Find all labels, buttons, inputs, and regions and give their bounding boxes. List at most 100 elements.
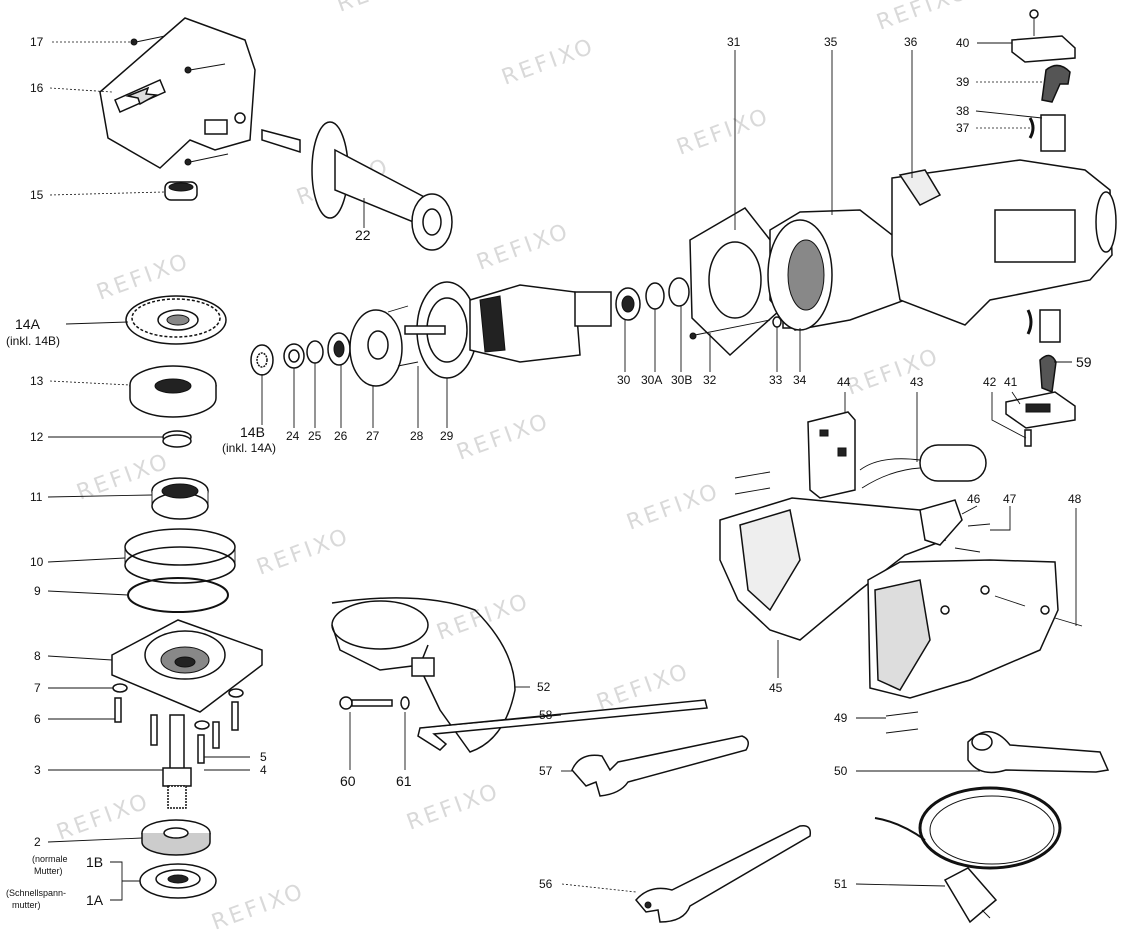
part-label-32: 32	[703, 373, 717, 387]
screw	[197, 734, 205, 764]
part-label-30B: 30B	[671, 373, 692, 387]
watermark: REFIXO	[334, 0, 434, 18]
watermark: REFIXO	[844, 344, 944, 401]
part-label-4: 4	[260, 763, 267, 777]
ring-30A	[645, 282, 665, 310]
part-label-9: 9	[34, 584, 41, 598]
bearing-plate	[349, 309, 403, 387]
part-label-57: 57	[539, 764, 553, 778]
brush-spring	[1041, 64, 1071, 103]
watermark: REFIXO	[54, 789, 154, 846]
part-label-35: 35	[824, 35, 838, 49]
bearing-flange	[129, 365, 217, 418]
part-label-38: 38	[956, 104, 970, 118]
part-label-12: 12	[30, 430, 44, 444]
gear-housing-cover	[99, 17, 256, 169]
part-label-41: 41	[1004, 375, 1018, 389]
part-label-14A: 14A	[15, 316, 41, 332]
part-label-47: 47	[1003, 492, 1017, 506]
part-label-40: 40	[956, 36, 970, 50]
screw	[339, 696, 393, 710]
part-label-8: 8	[34, 649, 41, 663]
ball-bearing-large	[151, 477, 209, 520]
part-note-2-line1: (normale	[32, 854, 68, 864]
part-label-48: 48	[1068, 492, 1082, 506]
part-label-37: 37	[956, 121, 970, 135]
armature-bearing	[615, 287, 641, 321]
switch	[807, 411, 856, 499]
watermark: REFIXO	[674, 104, 774, 161]
part-label-10: 10	[30, 555, 44, 569]
spindle	[162, 714, 192, 809]
washer	[194, 720, 210, 730]
screw	[885, 728, 919, 734]
field-coil	[767, 209, 906, 331]
part-label-22: 22	[355, 227, 371, 243]
part-label-5: 5	[260, 750, 267, 764]
washer	[112, 683, 128, 693]
part-label-26: 26	[334, 429, 348, 443]
ring-30B	[668, 277, 690, 307]
part-label-14B: 14B	[240, 424, 265, 440]
hex-key	[417, 699, 708, 751]
part-label-59: 59	[1076, 354, 1092, 370]
watermark: REFIXO	[499, 34, 599, 91]
part-label-49: 49	[834, 711, 848, 725]
screw	[689, 319, 771, 340]
screw	[1054, 617, 1083, 627]
part-label-27: 27	[366, 429, 380, 443]
part-label-52: 52	[537, 680, 551, 694]
screw	[734, 471, 771, 479]
motor-housing	[891, 159, 1117, 326]
washer	[400, 696, 410, 710]
watermark: REFIXO	[209, 879, 309, 936]
watermark: REFIXO	[624, 479, 724, 536]
needle-bearing	[327, 332, 351, 366]
part-label-1B: 1B	[86, 854, 103, 870]
bevel-gear-large	[125, 295, 227, 345]
screw	[734, 487, 771, 495]
carbon-brush-lower	[1026, 309, 1061, 394]
part-label-51: 51	[834, 877, 848, 891]
part-note-14B: (inkl. 14A)	[222, 441, 276, 455]
quick-clamp-nut	[139, 863, 217, 899]
screw	[967, 523, 991, 527]
handle-housing-left	[719, 497, 947, 641]
part-label-61: 61	[396, 773, 412, 789]
part-label-42: 42	[983, 375, 997, 389]
carbon-brush	[1040, 114, 1066, 152]
seal-ring	[162, 430, 192, 448]
part-label-13: 13	[30, 374, 44, 388]
part-label-45: 45	[769, 681, 783, 695]
o-ring	[306, 340, 324, 364]
screw	[1024, 429, 1032, 447]
part-label-33: 33	[769, 373, 783, 387]
brush-cover-plate	[1011, 9, 1076, 63]
screw	[397, 361, 419, 367]
watermark: REFIXO	[404, 779, 504, 836]
screw	[387, 305, 409, 313]
part-label-30A: 30A	[641, 373, 662, 387]
flange-nut-normal	[141, 819, 211, 856]
part-label-60: 60	[340, 773, 356, 789]
part-note-1A-line2: mutter)	[12, 900, 41, 910]
part-label-11: 11	[30, 490, 43, 504]
screw	[954, 547, 981, 553]
screw	[150, 714, 158, 746]
part-label-3: 3	[34, 763, 41, 777]
part-label-24: 24	[286, 429, 300, 443]
power-cord	[874, 786, 1062, 924]
screw	[184, 63, 226, 74]
armature	[469, 284, 612, 363]
brush-holder-clip	[1028, 117, 1035, 139]
ball-bearing-small	[164, 181, 198, 201]
parts-layer	[99, 9, 1117, 924]
part-label-39: 39	[956, 75, 970, 89]
part-note-2-line2: Mutter)	[34, 866, 63, 876]
part-note-1A-line1: (Schnellspann-	[6, 888, 66, 898]
screw	[885, 711, 919, 717]
screw	[184, 153, 229, 166]
side-handle	[261, 121, 453, 251]
part-label-36: 36	[904, 35, 918, 49]
part-label-1A: 1A	[86, 892, 104, 908]
